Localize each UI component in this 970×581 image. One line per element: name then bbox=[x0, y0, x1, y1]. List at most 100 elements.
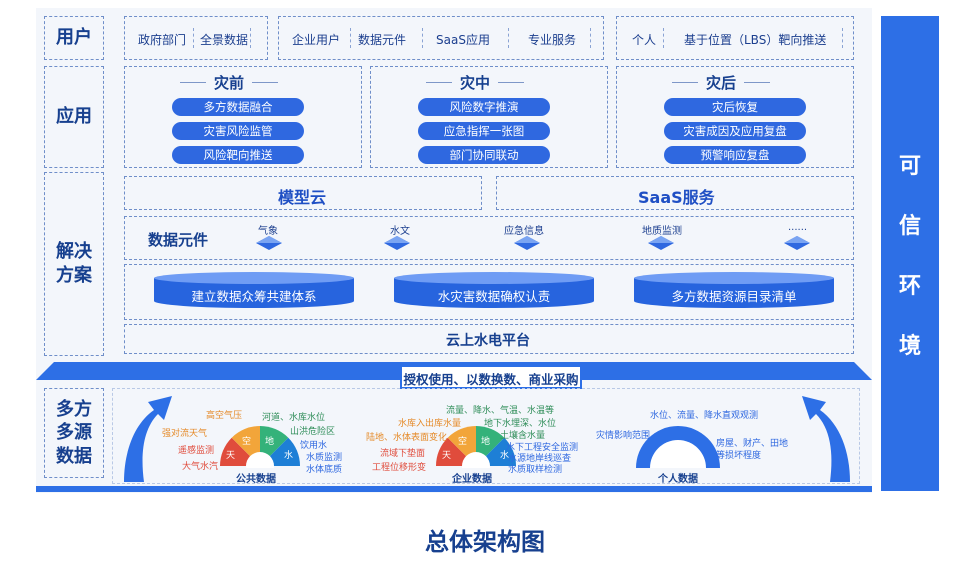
cylinder-rights: 水灾害数据确权认责 bbox=[394, 272, 594, 312]
saas-service-label: SaaS服务 bbox=[638, 188, 715, 207]
personal-data-title: 个人数据 bbox=[658, 474, 698, 485]
model-cloud-box bbox=[124, 176, 482, 210]
app-layer-box bbox=[44, 66, 104, 168]
phase-after-title: 灾后 bbox=[672, 72, 771, 93]
personal-label-damage: 等损坏程度 bbox=[716, 451, 762, 461]
enterprise-label-deformation: 工程位移形变 bbox=[372, 463, 427, 473]
enterprise-seg-water: 水 bbox=[500, 451, 510, 461]
title-rule bbox=[180, 82, 206, 83]
enterprise-data-title: 企业数据 bbox=[452, 474, 492, 485]
enterprise-label-shoreline: 水源地岸线巡查 bbox=[508, 454, 572, 464]
saas-app-text: SaaS应用 bbox=[436, 33, 490, 47]
phase-during-box bbox=[370, 66, 608, 168]
public-seg-water: 水 bbox=[284, 451, 294, 461]
data-element-text: 数据元件 bbox=[358, 33, 407, 47]
personal-user-box bbox=[616, 16, 854, 60]
public-seg-land: 地 bbox=[265, 437, 275, 447]
element-more: ...... bbox=[788, 222, 808, 233]
gov-dept-text: 政府部门 bbox=[138, 33, 187, 47]
public-label-sediment: 水体底质 bbox=[306, 465, 343, 475]
cylinder-catalog: 多方数据资源目录清单 bbox=[634, 272, 834, 312]
data-elements-label: 数据元件 bbox=[148, 231, 209, 249]
enterprise-seg-sky: 天 bbox=[442, 451, 452, 461]
phase-after-title-text: 灾后 bbox=[706, 74, 737, 92]
enterprise-label-top: 流量、降水、气温、水温等 bbox=[446, 406, 555, 416]
personal-label-observe: 水位、流量、降水直观观测 bbox=[650, 411, 759, 421]
public-data-title: 公共数据 bbox=[236, 474, 276, 485]
public-data-fan bbox=[220, 426, 300, 468]
cylinder-crowdsourcing-label: 建立数据众筹共建体系 bbox=[191, 289, 317, 304]
element-emergency-icon bbox=[514, 236, 540, 250]
bottom-band bbox=[36, 486, 872, 492]
phase-before-box bbox=[124, 66, 362, 168]
public-label-drink: 饮用水 bbox=[300, 441, 328, 451]
user-sep bbox=[842, 28, 843, 48]
user-layer-label: 用户 bbox=[56, 26, 92, 48]
phase-after-item-1: 灾后恢复 bbox=[664, 98, 806, 116]
platform-box bbox=[124, 324, 854, 354]
title-rule bbox=[426, 82, 452, 83]
phase-before-item-2: 灾害风险监管 bbox=[172, 122, 304, 140]
enterprise-data-fan bbox=[436, 426, 516, 468]
user-sep bbox=[193, 28, 194, 48]
public-label-flood: 山洪危险区 bbox=[290, 427, 336, 437]
phase-before-title: 灾前 bbox=[180, 72, 279, 93]
user-sep bbox=[422, 28, 423, 48]
phase-after-item-2: 灾害成因及应用复盘 bbox=[664, 122, 806, 140]
personal-label-property: 房屋、财产、田地 bbox=[716, 439, 789, 449]
enterprise-seg-air: 空 bbox=[458, 437, 468, 447]
pro-service-text: 专业服务 bbox=[528, 33, 577, 47]
phase-after-item-3: 预警响应复盘 bbox=[664, 146, 806, 164]
enterprise-user-text: 企业用户 bbox=[292, 33, 341, 47]
data-elements-box bbox=[124, 216, 854, 260]
lbs-push-text: 基于位置（LBS）靶向推送 bbox=[684, 33, 827, 47]
enterprise-seg-land: 地 bbox=[481, 437, 491, 447]
saas-service-box bbox=[496, 176, 854, 210]
phase-before-item-1: 多方数据融合 bbox=[172, 98, 304, 116]
enterprise-label-sampling: 水质取样检测 bbox=[508, 465, 563, 475]
user-sep bbox=[508, 28, 509, 48]
element-geology: 地质监测 bbox=[642, 226, 682, 237]
phase-after-box bbox=[616, 66, 854, 168]
data-layer-box bbox=[44, 388, 104, 478]
user-sep bbox=[590, 28, 591, 48]
trusted-char-3: 环 bbox=[898, 273, 921, 299]
enterprise-label-underlying: 流域下垫面 bbox=[380, 449, 426, 459]
user-sep bbox=[663, 28, 664, 48]
trusted-environment-bar: 可 信 环 境 bbox=[881, 16, 939, 491]
public-label-vapor: 大气水汽 bbox=[182, 462, 219, 472]
element-hydrology: 水文 bbox=[390, 226, 410, 237]
solution-layer-label: 解决 方案 bbox=[56, 240, 92, 286]
enterprise-user-box bbox=[278, 16, 604, 60]
user-sep bbox=[250, 28, 251, 48]
phase-during-title: 灾中 bbox=[426, 72, 525, 93]
enterprise-label-soil: 土壤含水量 bbox=[500, 431, 546, 441]
app-layer-label: 应用 bbox=[56, 105, 92, 127]
phase-before-item-3: 风险靶向推送 bbox=[172, 146, 304, 164]
element-emergency: 应急信息 bbox=[504, 226, 544, 237]
title-rule bbox=[672, 82, 698, 83]
public-label-pressure: 高空气压 bbox=[206, 411, 243, 421]
public-label-remote: 遥感监测 bbox=[178, 446, 215, 456]
enterprise-label-reservoir: 水库入出库水量 bbox=[398, 419, 462, 429]
model-cloud-label: 模型云 bbox=[278, 188, 327, 207]
phase-during-item-1: 风险数字推演 bbox=[418, 98, 550, 116]
solution-layer-box bbox=[44, 172, 104, 356]
trusted-char-1: 可 bbox=[898, 153, 921, 179]
public-label-river: 河道、水库水位 bbox=[262, 413, 326, 423]
element-weather: 气象 bbox=[258, 226, 278, 237]
title-rule bbox=[498, 82, 525, 83]
user-sep bbox=[350, 28, 351, 48]
cylinders-box bbox=[124, 264, 854, 320]
gov-user-box bbox=[124, 16, 268, 60]
public-label-quality: 水质监测 bbox=[306, 453, 343, 463]
element-hydrology-icon bbox=[384, 236, 410, 250]
cylinder-crowdsourcing: 建立数据众筹共建体系 bbox=[154, 272, 354, 312]
cylinder-catalog-label: 多方数据资源目录清单 bbox=[671, 289, 797, 304]
element-geology-icon bbox=[648, 236, 674, 250]
data-layer-label: 多方 多源 数据 bbox=[56, 398, 92, 467]
personal-label-range: 灾情影响范围 bbox=[596, 431, 651, 441]
phase-during-item-2: 应急指挥一张图 bbox=[418, 122, 550, 140]
cylinder-rights-label: 水灾害数据确权认责 bbox=[437, 289, 551, 304]
architecture-panel bbox=[36, 8, 872, 493]
